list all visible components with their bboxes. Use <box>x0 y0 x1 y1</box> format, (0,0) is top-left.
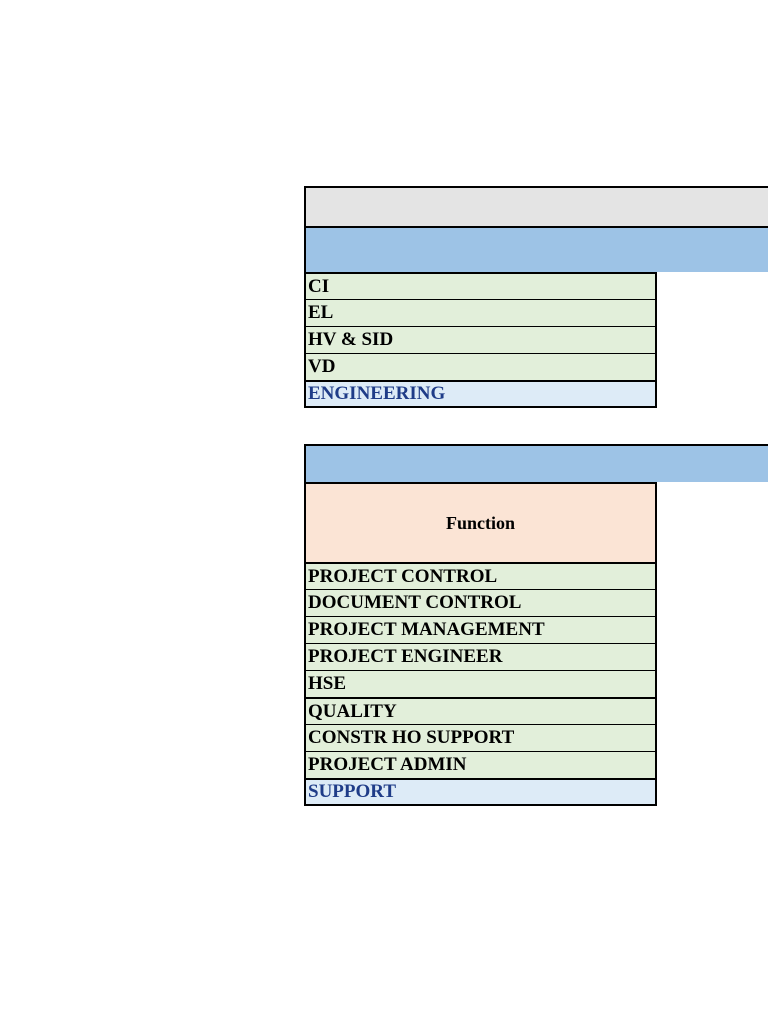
table-row: PROJECT CONTROL <box>304 562 768 589</box>
table-row: CI <box>304 272 768 299</box>
table-cell[interactable]: PROJECT CONTROL <box>304 562 657 589</box>
total-cell[interactable]: SUPPORT <box>304 778 657 806</box>
table-cell[interactable]: HSE <box>304 670 657 697</box>
table-cell[interactable]: CONSTR HO SUPPORT <box>304 724 657 751</box>
table-cell[interactable]: EL <box>304 299 657 326</box>
gray-header-band <box>304 186 768 226</box>
table-cell[interactable]: PROJECT MANAGEMENT <box>304 616 657 643</box>
total-row-engineering: ENGINEERING <box>304 380 768 408</box>
engineering-table: CI EL HV & SID VD ENGINEERING <box>304 186 768 408</box>
total-cell[interactable]: ENGINEERING <box>304 380 657 408</box>
table-cell[interactable]: VD <box>304 353 657 380</box>
table-row: HSE <box>304 670 768 697</box>
function-header-cell[interactable]: Function <box>304 482 657 562</box>
table-row: EL <box>304 299 768 326</box>
table-cell[interactable]: PROJECT ENGINEER <box>304 643 657 670</box>
table-cell[interactable]: CI <box>304 272 657 299</box>
table-cell[interactable]: QUALITY <box>304 697 657 724</box>
table-row: PROJECT ENGINEER <box>304 643 768 670</box>
table-row: DOCUMENT CONTROL <box>304 589 768 616</box>
table-row: VD <box>304 353 768 380</box>
table-row: QUALITY <box>304 697 768 724</box>
function-header-row: Function <box>304 482 768 562</box>
table-row: HV & SID <box>304 326 768 353</box>
table-row: CONSTR HO SUPPORT <box>304 724 768 751</box>
table-cell[interactable]: PROJECT ADMIN <box>304 751 657 778</box>
table-row: PROJECT MANAGEMENT <box>304 616 768 643</box>
total-row-support: SUPPORT <box>304 778 768 806</box>
table-cell[interactable]: DOCUMENT CONTROL <box>304 589 657 616</box>
blue-header-band <box>304 444 768 482</box>
table-cell[interactable]: HV & SID <box>304 326 657 353</box>
table-row: PROJECT ADMIN <box>304 751 768 778</box>
blue-header-band <box>304 226 768 272</box>
support-table: Function PROJECT CONTROL DOCUMENT CONTRO… <box>304 444 768 806</box>
